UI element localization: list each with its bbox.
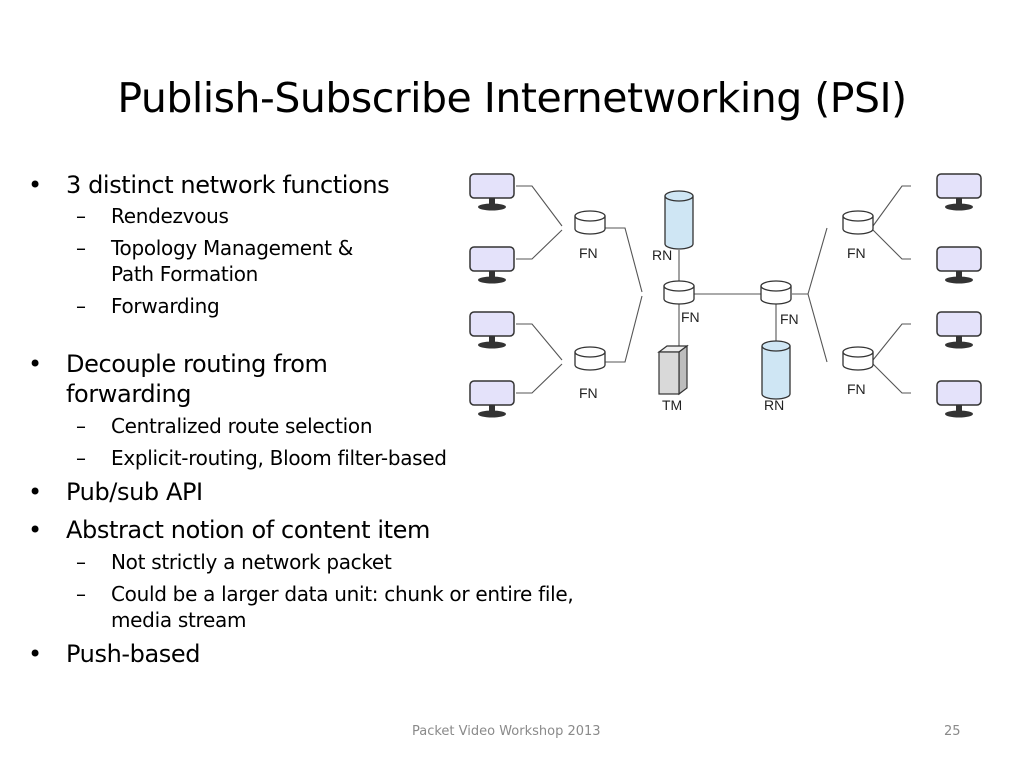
bullet-dot: • (28, 350, 42, 378)
sub-bullet-text: Not strictly a network packet (111, 550, 392, 574)
bullet-item: • Push-based (28, 639, 628, 669)
sub-bullet-item: – Topology Management & Path Formation (28, 235, 628, 287)
dash-marker: – (76, 414, 86, 438)
bullet-item: • Decouple routing from forwarding (28, 349, 628, 409)
label-fn: FN (579, 385, 598, 401)
diagram-links (516, 185, 911, 394)
bullet-dot: • (28, 171, 42, 199)
sub-bullet-item: – Rendezvous (28, 203, 628, 229)
bullet-item: • Pub/sub API (28, 477, 628, 507)
computer-icon (936, 311, 982, 350)
dash-marker: – (76, 236, 86, 260)
computer-icon (936, 173, 982, 212)
dash-marker: – (76, 582, 86, 606)
server-icon (658, 345, 688, 395)
label-fn: FN (847, 245, 866, 261)
sub-bullet-text-continued: Path Formation (111, 262, 259, 286)
label-fn: FN (780, 311, 799, 327)
sub-bullet-text: Topology Management & (111, 236, 354, 260)
page-number: 25 (944, 724, 961, 739)
router-icon (842, 346, 874, 371)
dash-marker: – (76, 446, 86, 470)
bullet-item: • Abstract notion of content item (28, 515, 628, 545)
computer-icon (469, 173, 515, 212)
storage-icon (761, 340, 791, 400)
bullet-dot: • (28, 516, 42, 544)
sub-bullet-text: Centralized route selection (111, 414, 373, 438)
bullet-text: Abstract notion of content item (66, 516, 430, 544)
sub-bullet-text: Could be a larger data unit: chunk or en… (111, 582, 574, 632)
bullet-text: Decouple routing from (66, 350, 328, 378)
bullet-text: 3 distinct network functions (66, 171, 390, 199)
computer-icon (469, 380, 515, 419)
router-icon (574, 346, 606, 371)
footer-text: Packet Video Workshop 2013 (412, 724, 601, 739)
bullet-text-continued: forwarding (66, 380, 192, 408)
bullet-list: • 3 distinct network functions – Rendezv… (28, 170, 628, 669)
sub-bullet-item: – Centralized route selection (28, 413, 628, 439)
bullet-text: Push-based (66, 640, 201, 668)
dash-marker: – (76, 294, 86, 318)
computer-icon (936, 380, 982, 419)
computer-icon (469, 311, 515, 350)
label-fn: FN (681, 309, 700, 325)
computer-icon (936, 246, 982, 285)
sub-bullet-item: – Explicit-routing, Bloom filter-based (28, 445, 628, 471)
router-icon (842, 210, 874, 235)
dash-marker: – (76, 550, 86, 574)
router-icon (663, 280, 695, 305)
dash-marker: – (76, 204, 86, 228)
label-rn: RN (652, 247, 672, 263)
bullet-text: Pub/sub API (66, 478, 203, 506)
psi-network-diagram: FN FN FN FN FN FN RN RN TM (469, 173, 982, 419)
router-icon (574, 210, 606, 235)
label-fn: FN (847, 381, 866, 397)
bullet-item: • 3 distinct network functions (28, 170, 628, 200)
sub-bullet-item: – Not strictly a network packet (28, 549, 628, 575)
label-rn: RN (764, 397, 784, 413)
sub-bullet-item: – Could be a larger data unit: chunk or … (28, 581, 628, 633)
bullet-dot: • (28, 478, 42, 506)
sub-bullet-text: Explicit-routing, Bloom filter-based (111, 446, 447, 470)
label-fn: FN (579, 245, 598, 261)
slide-title: Publish-Subscribe Internetworking (PSI) (117, 74, 907, 122)
sub-bullet-item: – Forwarding (28, 293, 628, 319)
storage-icon (664, 190, 694, 250)
sub-bullet-text: Rendezvous (111, 204, 229, 228)
label-tm: TM (662, 397, 682, 413)
bullet-dot: • (28, 640, 42, 668)
computer-icon (469, 246, 515, 285)
router-icon (760, 280, 792, 305)
sub-bullet-text: Forwarding (111, 294, 220, 318)
